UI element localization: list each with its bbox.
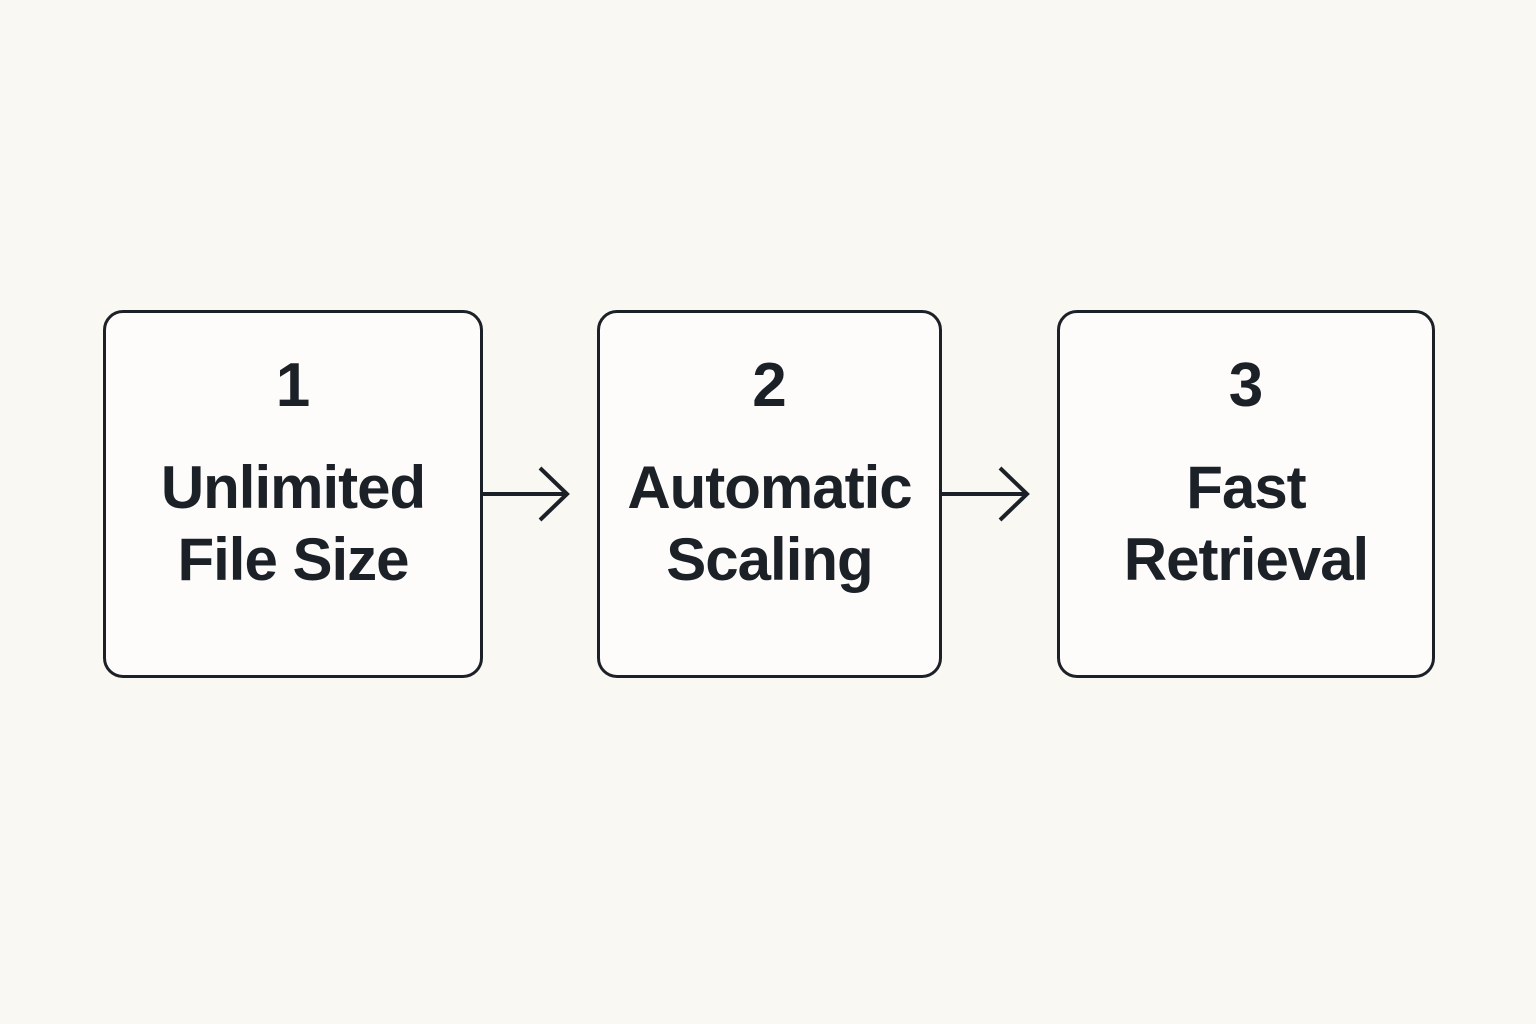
arrow-right-icon bbox=[942, 466, 1030, 522]
step-box-2[interactable]: 2 Automatic Scaling bbox=[597, 310, 942, 678]
process-flow-row: 1 Unlimited File Size 2 Automatic Scalin… bbox=[0, 310, 1536, 678]
step-number-3: 3 bbox=[1228, 351, 1264, 420]
step-box-3[interactable]: 3 Fast Retrieval bbox=[1057, 310, 1435, 678]
step-box-1[interactable]: 1 Unlimited File Size bbox=[103, 310, 483, 678]
step-label-1: Unlimited File Size bbox=[160, 454, 426, 593]
step-label-3: Fast Retrieval bbox=[1123, 454, 1369, 593]
arrow-right-icon bbox=[483, 466, 570, 522]
step-number-2: 2 bbox=[752, 351, 787, 420]
step-label-2: Automatic Scaling bbox=[627, 454, 912, 593]
connector-1-to-2 bbox=[483, 464, 597, 524]
connector-2-to-3 bbox=[942, 464, 1057, 524]
step-number-1: 1 bbox=[275, 351, 311, 420]
